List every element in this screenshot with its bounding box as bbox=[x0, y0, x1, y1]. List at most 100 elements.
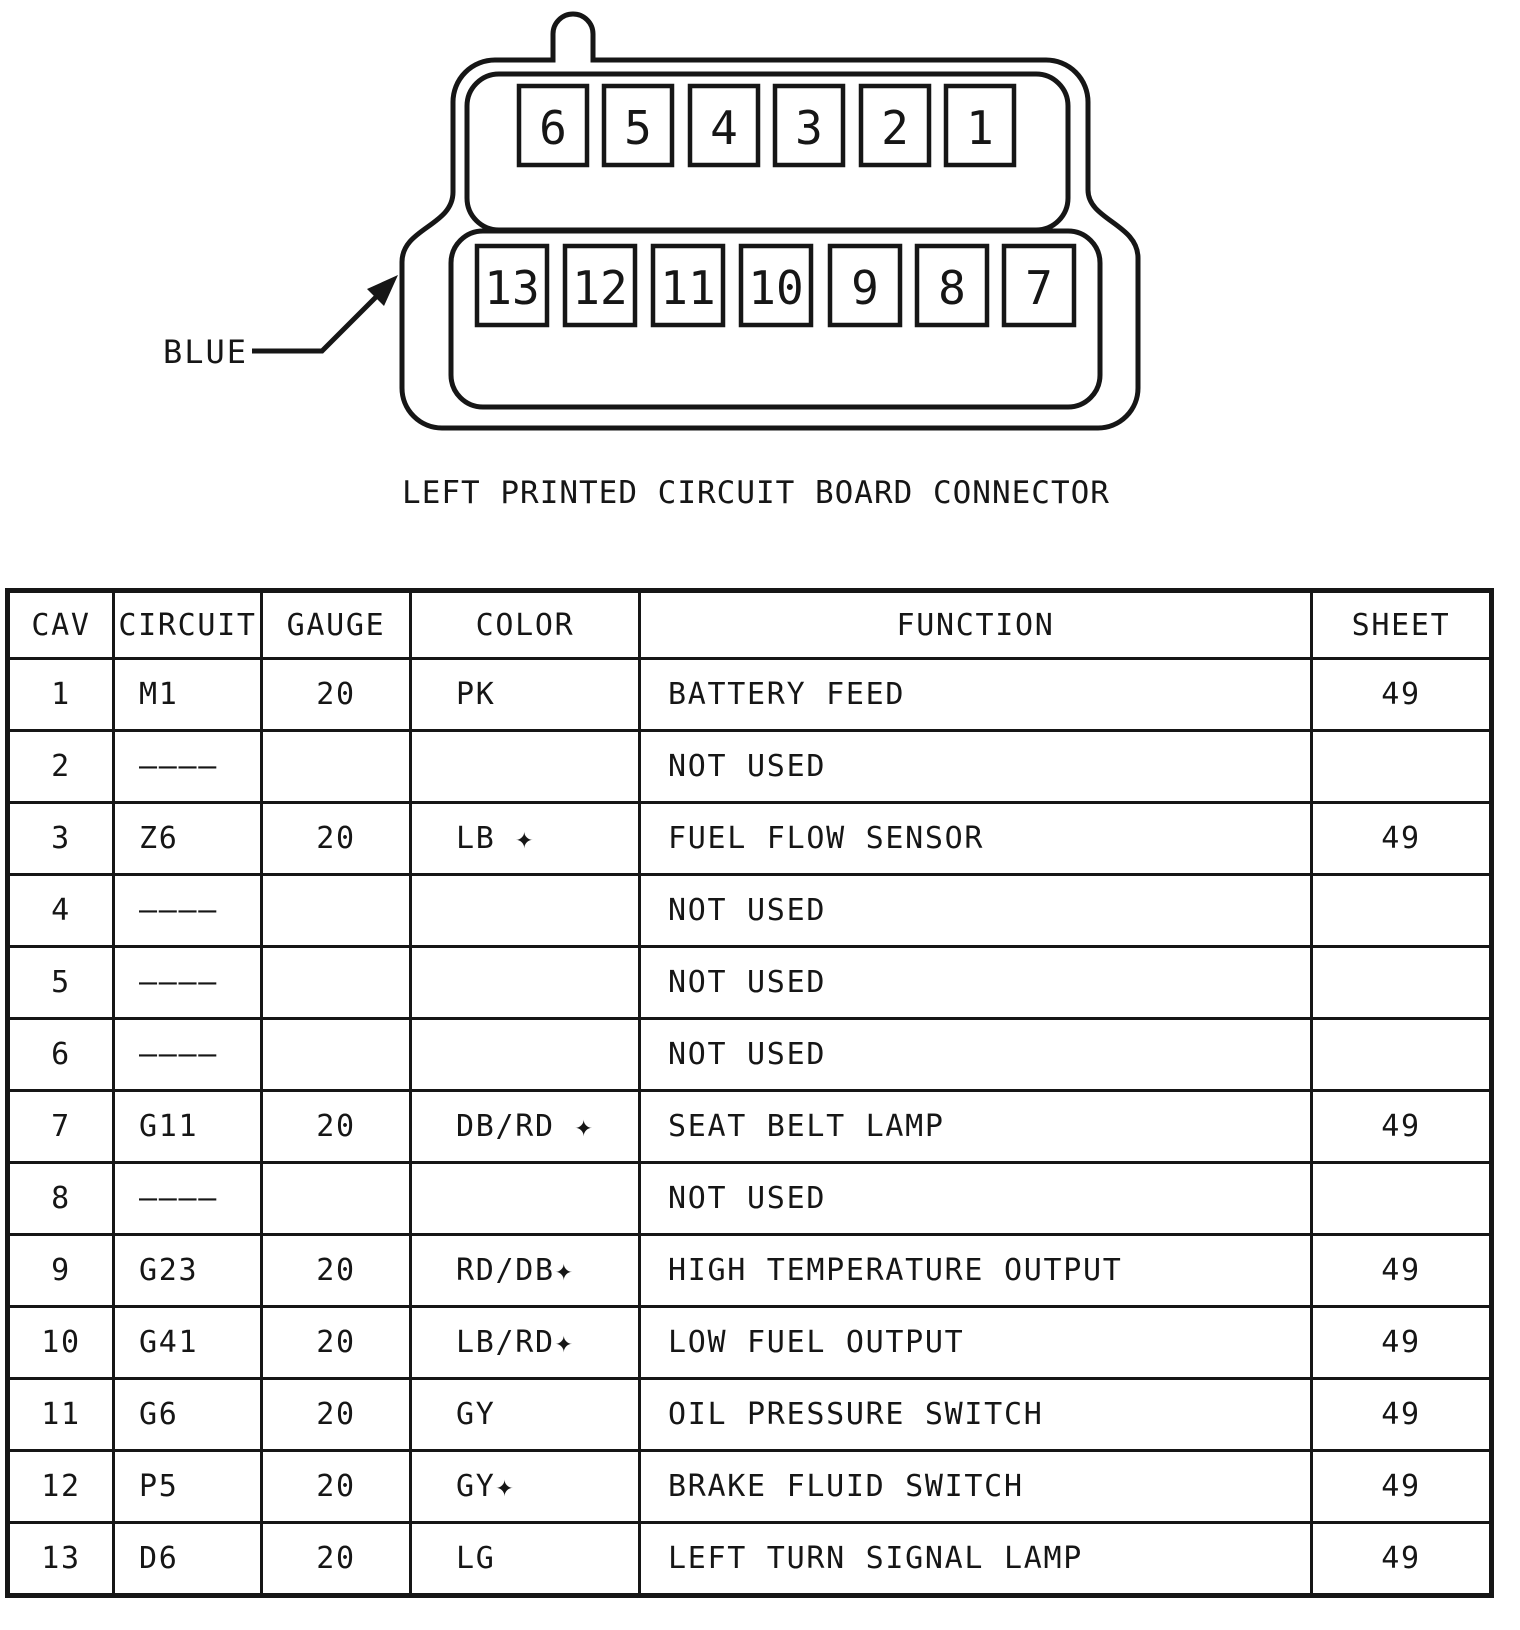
header-color: COLOR bbox=[412, 593, 638, 657]
header-cav: CAV bbox=[10, 593, 112, 657]
cell-color: RD/DB✦ bbox=[412, 1236, 638, 1305]
cell-function: HIGH TEMPERATURE OUTPUT bbox=[641, 1236, 1310, 1305]
cell-sheet bbox=[1313, 876, 1489, 945]
cell-circuit: ———— bbox=[115, 948, 260, 1017]
cell-sheet: 49 bbox=[1313, 1092, 1489, 1161]
pin-box-8 bbox=[914, 243, 990, 328]
cell-color bbox=[412, 948, 638, 1017]
cell-function: SEAT BELT LAMP bbox=[641, 1092, 1310, 1161]
pin-box-10 bbox=[738, 243, 814, 328]
diagram-caption: LEFT PRINTED CIRCUIT BOARD CONNECTOR bbox=[402, 475, 1110, 511]
cell-circuit: D6 bbox=[115, 1524, 260, 1593]
cell-gauge: 20 bbox=[263, 804, 409, 873]
cell-circuit: ———— bbox=[115, 1164, 260, 1233]
header-gauge: GAUGE bbox=[263, 593, 409, 657]
cell-sheet: 49 bbox=[1313, 1236, 1489, 1305]
bottom-pin-row: 13 12 11 10 9 8 7 bbox=[474, 243, 1077, 328]
pin-box-2 bbox=[858, 83, 932, 168]
cell-gauge: 20 bbox=[263, 1524, 409, 1593]
leader-arrow bbox=[252, 275, 398, 354]
cell-color bbox=[412, 876, 638, 945]
cell-gauge bbox=[263, 1164, 409, 1233]
cell-circuit: ———— bbox=[115, 732, 260, 801]
pin-label: 9 bbox=[851, 261, 879, 315]
cell-gauge: 20 bbox=[263, 1380, 409, 1449]
pin-box-5 bbox=[601, 83, 675, 168]
cell-function: NOT USED bbox=[641, 876, 1310, 945]
cell-circuit: ———— bbox=[115, 1020, 260, 1089]
cell-color: PK bbox=[412, 660, 638, 729]
cell-cav: 3 bbox=[10, 804, 112, 873]
cell-function: NOT USED bbox=[641, 948, 1310, 1017]
pin-label: 12 bbox=[572, 261, 627, 315]
connector-color-label: BLUE bbox=[163, 333, 248, 371]
cell-gauge bbox=[263, 1020, 409, 1089]
cell-color: DB/RD ✦ bbox=[412, 1092, 638, 1161]
cell-gauge: 20 bbox=[263, 1236, 409, 1305]
cell-circuit: G41 bbox=[115, 1308, 260, 1377]
cell-color: GY✦ bbox=[412, 1452, 638, 1521]
cell-circuit: G23 bbox=[115, 1236, 260, 1305]
cell-circuit: ———— bbox=[115, 876, 260, 945]
cell-function: NOT USED bbox=[641, 732, 1310, 801]
pin-box-9 bbox=[827, 243, 903, 328]
top-pin-row: 6 5 4 3 2 1 bbox=[516, 83, 1017, 168]
cell-cav: 2 bbox=[10, 732, 112, 801]
pin-box-6 bbox=[516, 83, 590, 168]
pin-box-7 bbox=[1001, 243, 1077, 328]
cell-sheet: 49 bbox=[1313, 1452, 1489, 1521]
cell-circuit: M1 bbox=[115, 660, 260, 729]
pin-box-11 bbox=[650, 243, 726, 328]
cell-gauge: 20 bbox=[263, 1308, 409, 1377]
pin-box-12 bbox=[562, 243, 638, 328]
connector-outer-outline bbox=[399, 11, 1141, 431]
cell-color bbox=[412, 1164, 638, 1233]
cell-cav: 6 bbox=[10, 1020, 112, 1089]
cell-cav: 7 bbox=[10, 1092, 112, 1161]
cell-sheet: 49 bbox=[1313, 1308, 1489, 1377]
cell-circuit: P5 bbox=[115, 1452, 260, 1521]
cell-gauge: 20 bbox=[263, 1092, 409, 1161]
pin-label: 10 bbox=[748, 261, 803, 315]
pin-label: 3 bbox=[795, 101, 823, 155]
pin-box-3 bbox=[772, 83, 846, 168]
cell-sheet: 49 bbox=[1313, 660, 1489, 729]
cell-cav: 13 bbox=[10, 1524, 112, 1593]
cell-cav: 5 bbox=[10, 948, 112, 1017]
cell-gauge bbox=[263, 732, 409, 801]
cell-sheet bbox=[1313, 1164, 1489, 1233]
cell-gauge bbox=[263, 948, 409, 1017]
cell-sheet bbox=[1313, 948, 1489, 1017]
cell-function: LOW FUEL OUTPUT bbox=[641, 1308, 1310, 1377]
cell-sheet: 49 bbox=[1313, 1524, 1489, 1593]
pin-label: 5 bbox=[624, 101, 652, 155]
pin-label: 13 bbox=[484, 261, 539, 315]
cell-cav: 1 bbox=[10, 660, 112, 729]
cell-cav: 9 bbox=[10, 1236, 112, 1305]
cell-function: OIL PRESSURE SWITCH bbox=[641, 1380, 1310, 1449]
pin-box-13 bbox=[474, 243, 550, 328]
cell-cav: 12 bbox=[10, 1452, 112, 1521]
header-circuit: CIRCUIT bbox=[115, 593, 260, 657]
cell-color bbox=[412, 732, 638, 801]
pin-label: 1 bbox=[966, 101, 994, 155]
pin-label: 6 bbox=[539, 101, 567, 155]
cell-color: LB/RD✦ bbox=[412, 1308, 638, 1377]
cell-gauge: 20 bbox=[263, 660, 409, 729]
cell-cav: 11 bbox=[10, 1380, 112, 1449]
cell-color: GY bbox=[412, 1380, 638, 1449]
cell-function: LEFT TURN SIGNAL LAMP bbox=[641, 1524, 1310, 1593]
cell-sheet: 49 bbox=[1313, 804, 1489, 873]
cell-function: BRAKE FLUID SWITCH bbox=[641, 1452, 1310, 1521]
cell-color: LB ✦ bbox=[412, 804, 638, 873]
cell-function: BATTERY FEED bbox=[641, 660, 1310, 729]
cell-color bbox=[412, 1020, 638, 1089]
pin-table: CAV CIRCUIT GAUGE COLOR FUNCTION SHEET 1… bbox=[5, 588, 1494, 1598]
cell-gauge: 20 bbox=[263, 1452, 409, 1521]
pin-label: 11 bbox=[660, 261, 715, 315]
connector-lower-cavity-outline bbox=[448, 228, 1103, 410]
cell-circuit: G6 bbox=[115, 1380, 260, 1449]
cell-cav: 10 bbox=[10, 1308, 112, 1377]
pin-label: 2 bbox=[881, 101, 909, 155]
